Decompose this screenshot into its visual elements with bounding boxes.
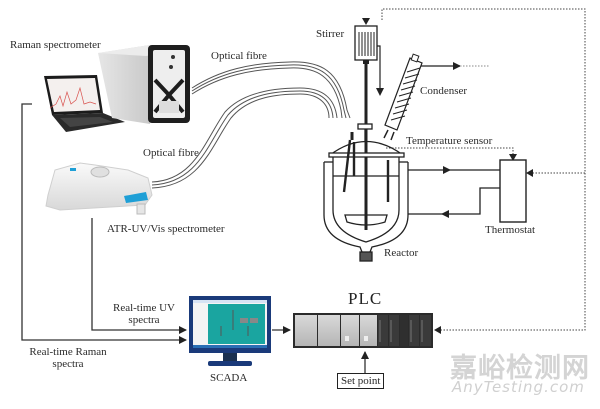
label-optical-fibre-1: Optical fibre <box>211 50 267 62</box>
raman-spectrometer-icon <box>98 45 190 124</box>
label-realtime-uv-spectra: Real-time UV spectra <box>103 302 185 326</box>
scada-monitor-icon <box>189 296 271 366</box>
label-raman-spectrometer: Raman spectrometer <box>10 39 101 51</box>
thermostat-icon <box>499 159 527 223</box>
thermostat-to-reactor-arrowhead <box>441 210 449 218</box>
label-thermostat: Thermostat <box>485 224 536 236</box>
uv-vis-spectrometer-icon <box>45 162 153 215</box>
label-reactor: Reactor <box>384 247 419 259</box>
label-realtime-raman-spectra: Real-time Raman spectra <box>18 346 118 370</box>
label-realtime-uv-line2: spectra <box>128 314 160 327</box>
label-atr-uv-vis-spectrometer: ATR-UV/Vis spectrometer <box>107 223 225 235</box>
condenser-icon <box>383 53 490 141</box>
label-optical-fibre-2: Optical fibre <box>143 147 199 159</box>
label-realtime-raman-line1: Real-time Raman <box>29 346 107 358</box>
stirrer-input-arrowhead <box>362 18 370 25</box>
label-realtime-uv-line1: Real-time UV <box>112 302 175 314</box>
plc-input-arrowhead <box>434 326 441 334</box>
optical-fibre-2 <box>151 87 338 189</box>
watermark-cn: 嘉峪检测网 <box>450 353 590 384</box>
laptop-icon <box>44 75 125 132</box>
reactor-to-thermostat-arrowhead <box>443 166 451 174</box>
temp-sensor-arrowhead <box>509 154 517 161</box>
stirrer-icon <box>354 25 384 230</box>
uv-signal-line <box>91 218 187 334</box>
label-plc: PLC <box>348 289 383 308</box>
reactor-icon <box>323 123 409 262</box>
watermark-en: AnyTesting.com <box>452 378 585 396</box>
thermostat-loop-lines <box>408 169 500 215</box>
set-point-box: Set point <box>337 373 385 390</box>
plc-rack-icon <box>293 313 433 348</box>
label-condenser: Condenser <box>420 85 468 97</box>
label-temperature-sensor: Temperature sensor <box>406 135 493 147</box>
optical-fibre-1 <box>191 61 351 119</box>
raman-signal-line <box>21 103 187 344</box>
thermostat-input-arrowhead <box>526 169 533 177</box>
label-stirrer: Stirrer <box>316 28 345 40</box>
label-scada: SCADA <box>210 372 248 384</box>
label-realtime-raman-line2: spectra <box>52 358 84 371</box>
